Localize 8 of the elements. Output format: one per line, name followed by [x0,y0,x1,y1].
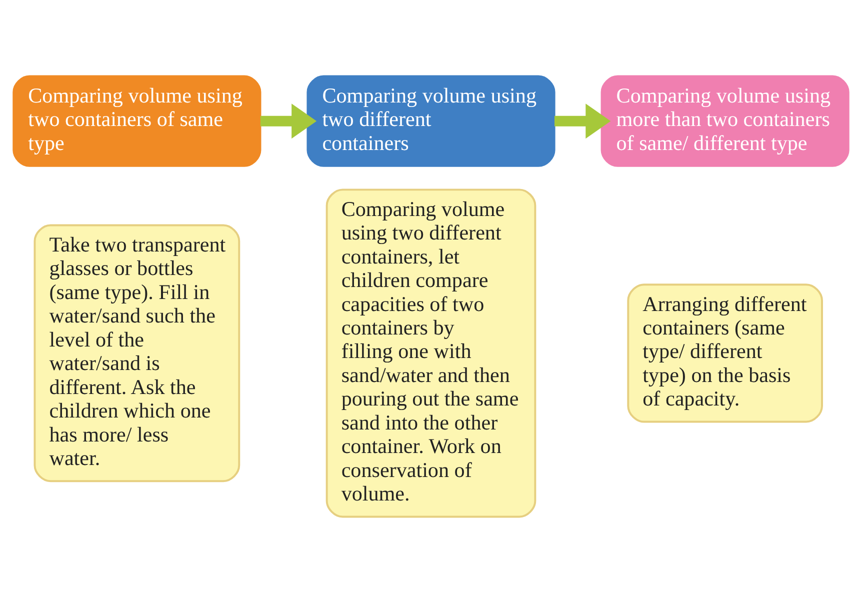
node-box: Comparing volume using more than two containers of same/ different type [600,74,850,166]
node-box: Comparing volume using two different containers, let children compare capacities of two containers by filling one with sand/water and then pouring out the same sand into the other container. Work on conservation of volume. [326,188,536,518]
node-box: Comparing volume using two different containers [306,74,556,166]
node-box: Arranging different containers (same type/ different type) on the basis of capacity. [627,283,823,422]
arrow [260,103,317,138]
node-box: Take two transparent glasses or bottles (same type). Fill in water/sand such the level of the water/sand is different. Ask the children which one has more/ less water. [34,224,240,482]
node-box: Comparing volume using two containers of same type [12,74,262,166]
arrow [554,103,611,138]
